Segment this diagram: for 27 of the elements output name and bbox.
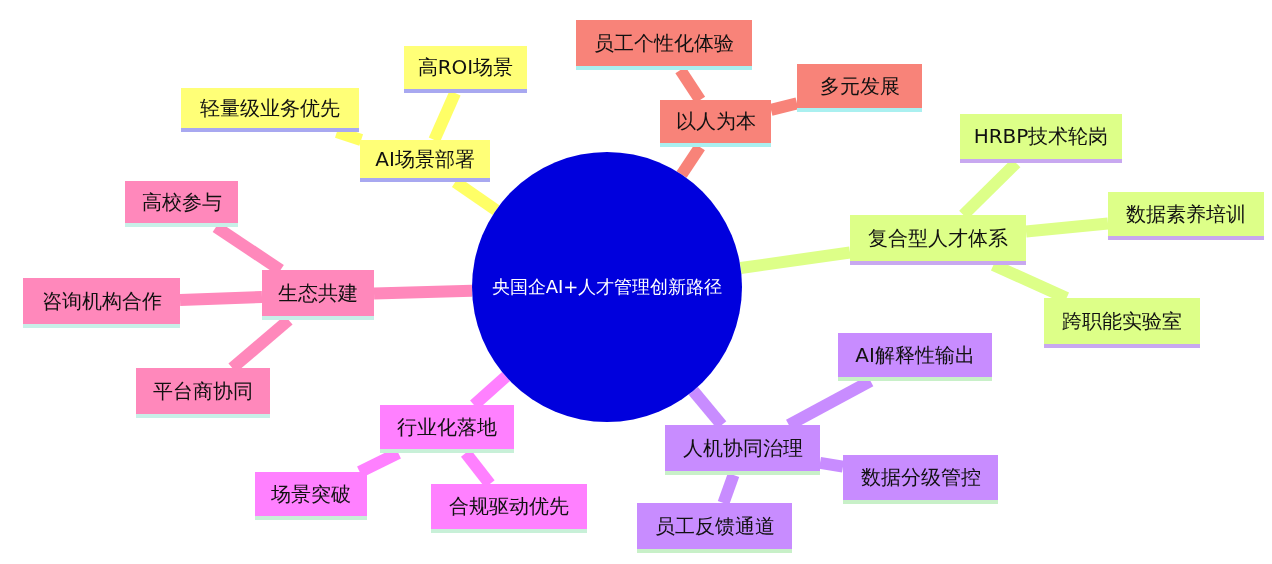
topic-box: 数据分级管控 xyxy=(843,455,998,504)
topic-box: 生态共建 xyxy=(262,270,374,320)
topic-box: 复合型人才体系 xyxy=(850,215,1026,265)
topic-box: 人机协同治理 xyxy=(665,425,820,475)
topic-box: 高校参与 xyxy=(125,181,238,227)
topic-box: 行业化落地 xyxy=(380,405,514,453)
topic-box: 合规驱动优先 xyxy=(431,484,587,533)
topic-box: 多元发展 xyxy=(797,64,922,112)
topic-box: 数据素养培训 xyxy=(1108,192,1264,240)
topic-box: 高ROI场景 xyxy=(404,46,527,93)
branch-line xyxy=(179,291,263,307)
branch-line xyxy=(1025,217,1109,238)
topic-box: HRBP技术轮岗 xyxy=(960,114,1122,163)
topic-box: 平台商协同 xyxy=(136,368,270,418)
topic-box: AI场景部署 xyxy=(360,140,490,182)
topic-box: 咨询机构合作 xyxy=(23,278,180,328)
branch-line xyxy=(819,456,844,473)
topic-box: 以人为本 xyxy=(660,100,771,147)
branch-line xyxy=(373,284,473,300)
topic-box: 员工反馈通道 xyxy=(637,503,792,553)
topic-box: 员工个性化体验 xyxy=(576,20,752,70)
topic-box: AI解释性输出 xyxy=(838,333,992,381)
topic-box: 场景突破 xyxy=(255,472,367,520)
topic-box: 轻量级业务优先 xyxy=(181,88,359,132)
branch-line xyxy=(739,246,851,274)
topic-box: 跨职能实验室 xyxy=(1044,298,1200,348)
topic-text: 央国企AI+人才管理创新路径 xyxy=(491,275,723,299)
